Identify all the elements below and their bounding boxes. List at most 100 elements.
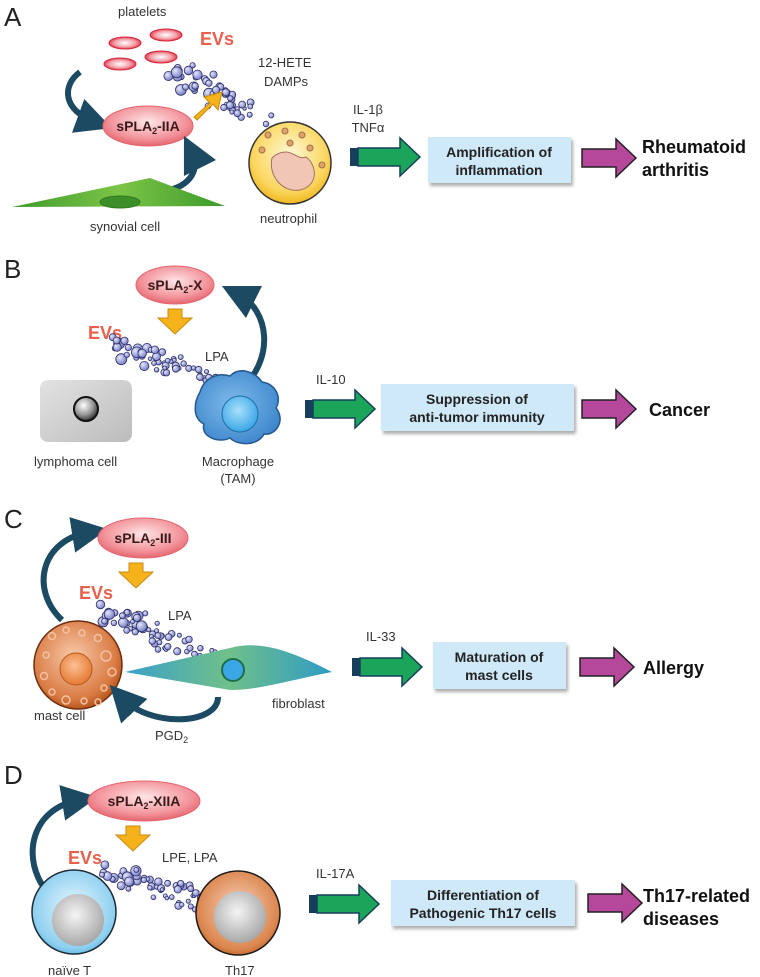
arrow-body <box>312 388 377 430</box>
vesicle <box>148 637 156 645</box>
vesicle <box>187 903 194 910</box>
effect-box: Differentiation of Pathogenic Th17 cells <box>391 880 575 926</box>
disease-label: diseases <box>643 909 719 929</box>
vesicle <box>164 879 172 887</box>
cell-label-macrophage-sub: (TAM) <box>220 471 255 486</box>
cell-label-fibroblast: fibroblast <box>272 696 325 711</box>
mediator-label: LPA <box>168 608 192 623</box>
mediator-label: DAMPs <box>264 74 309 89</box>
vesicle <box>154 632 162 639</box>
vesicle <box>116 881 126 891</box>
vesicle <box>185 364 193 372</box>
cytokine-label: IL-33 <box>366 629 396 644</box>
enzyme-label: sPLA2-III <box>114 530 171 548</box>
arrow-body <box>359 646 424 688</box>
vesicle <box>112 336 121 345</box>
vesicle <box>124 343 132 352</box>
mediator-label: LPE, LPA <box>162 850 218 865</box>
vesicle <box>164 357 171 364</box>
vesicle <box>153 367 160 373</box>
vesicle <box>169 894 175 900</box>
svg-text:Suppression of: Suppression of <box>426 391 528 407</box>
vesicle <box>205 79 213 87</box>
purple-arrow-icon <box>587 882 644 924</box>
mediator-label: 12-HETE <box>258 55 312 70</box>
arrow-body <box>357 136 422 178</box>
cell-label-neutrophil: neutrophil <box>260 211 317 226</box>
vesicle <box>173 647 182 656</box>
panel-b: B sPLA2-X EVs LPA lymphoma cell Macropha… <box>4 254 710 486</box>
green-arrow-icon <box>352 646 424 688</box>
vesicle <box>125 885 132 892</box>
panel-letter: D <box>4 760 23 790</box>
vesicle <box>150 894 157 901</box>
yellow-arrow-icon <box>117 562 155 589</box>
effect-box: Maturation of mast cells <box>433 642 566 689</box>
vesicle <box>123 627 131 634</box>
vesicle <box>233 109 242 118</box>
svg-text:Pathogenic Th17 cells: Pathogenic Th17 cells <box>409 905 556 921</box>
cell-label-th17: Th17 <box>225 963 255 977</box>
vesicle <box>191 82 199 90</box>
vesicle <box>146 627 152 633</box>
vesicle <box>137 348 147 359</box>
curved-arrow-icon <box>40 517 108 623</box>
disease-label: arthritis <box>642 160 709 180</box>
vesicle <box>154 620 160 626</box>
cytokine-label: TNFα <box>352 120 385 135</box>
vesicle <box>182 83 190 91</box>
vesicle <box>176 632 182 638</box>
cell-label-lymphoma: lymphoma cell <box>34 454 117 469</box>
vesicle <box>229 109 235 115</box>
ev-label: EVs <box>200 29 234 49</box>
vesicle <box>95 599 106 610</box>
platelets <box>103 28 183 71</box>
cytokine-label: IL-17A <box>316 866 355 881</box>
vesicle <box>180 360 187 367</box>
vesicle <box>173 885 182 894</box>
vesicle <box>164 896 170 901</box>
enzyme-sPLA2-XIIA: sPLA2-XIIA <box>87 780 201 822</box>
panel-c: C sPLA2-III EVs LPA fibroblast mast cell… <box>4 504 704 745</box>
vesicle <box>156 639 163 646</box>
vesicle <box>197 645 204 652</box>
vesicle <box>164 642 172 651</box>
disease-label: Cancer <box>649 400 710 420</box>
vesicle <box>179 902 185 908</box>
arrow-body <box>316 883 381 925</box>
vesicle <box>131 628 139 636</box>
enzyme-label: sPLA2-X <box>148 277 203 295</box>
enzyme-sPLA2-III: sPLA2-III <box>97 517 189 559</box>
panel-letter: C <box>4 504 23 534</box>
vesicle <box>103 608 116 620</box>
vesicle <box>162 365 168 371</box>
svg-text:anti-tumor immunity: anti-tumor immunity <box>409 409 545 425</box>
vesicle <box>119 612 126 620</box>
vesicle <box>185 898 191 904</box>
disease-label: Allergy <box>643 658 704 678</box>
feedback-label: PGD2 <box>155 728 188 745</box>
arrow-tail <box>305 400 313 418</box>
vesicle <box>177 880 185 888</box>
effect-box: Amplification of inflammation <box>428 137 571 183</box>
arrow-body <box>581 137 638 179</box>
curved-arrow-icon <box>29 785 98 895</box>
enzyme-sPLA2-X: sPLA2-X <box>135 265 215 305</box>
cytokine-label: IL-10 <box>316 372 346 387</box>
vesicle <box>262 120 270 128</box>
green-arrow-icon <box>350 136 422 178</box>
vesicle <box>170 66 183 79</box>
panel-a: A platelets EVs 12-HETE DAMPs sPLA2-IIA … <box>4 2 746 234</box>
vesicle <box>194 365 203 374</box>
effect-box: Suppression of anti-tumor immunity <box>381 384 574 431</box>
svg-text:Maturation of: Maturation of <box>455 649 544 665</box>
purple-arrow-icon <box>581 388 638 430</box>
green-arrow-icon <box>309 883 381 925</box>
vesicle <box>110 619 118 627</box>
vesicle <box>133 867 140 873</box>
cell-label-platelets: platelets <box>118 4 167 19</box>
vesicle <box>221 88 230 97</box>
vesicle <box>225 101 234 110</box>
vesicle <box>185 635 193 644</box>
vesicle <box>268 112 275 119</box>
